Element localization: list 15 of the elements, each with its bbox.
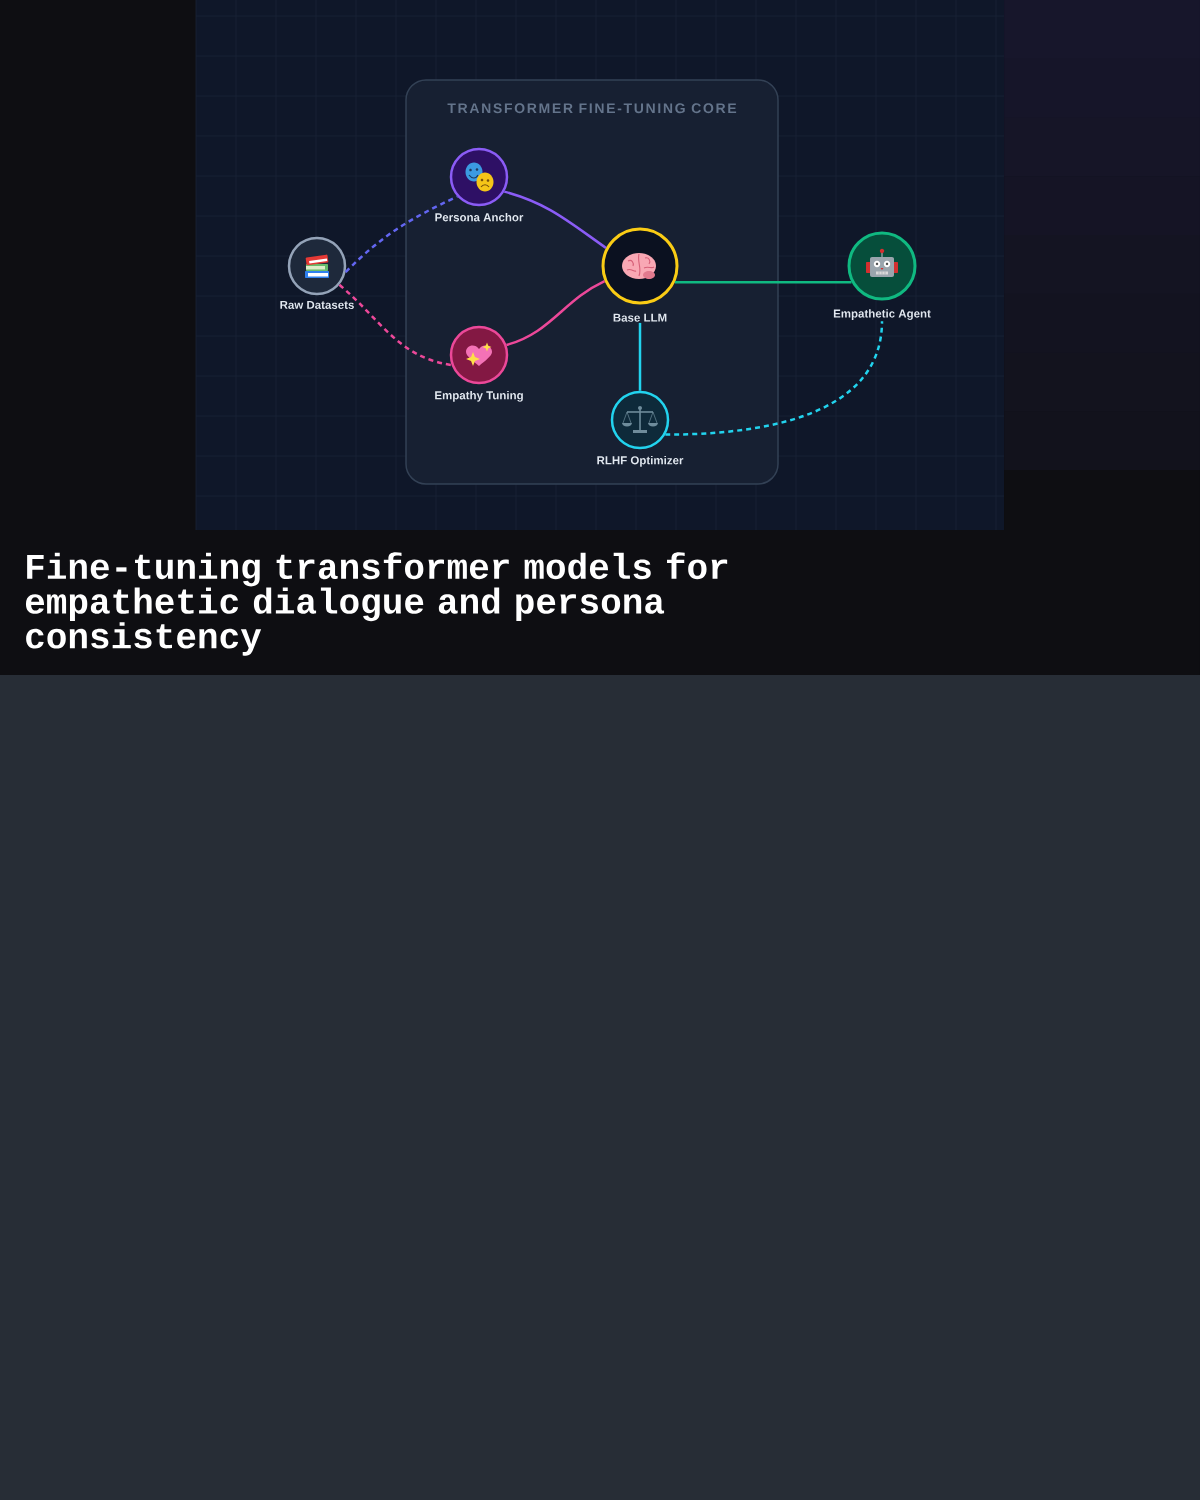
connector-line — [504, 190, 607, 249]
node-label: Empathetic Agent — [833, 309, 931, 320]
connector-line — [506, 279, 606, 347]
dashed-connector — [338, 283, 452, 367]
node-label: Base LLM — [613, 313, 667, 322]
connector-line — [674, 280, 852, 284]
node-label: Raw Datasets — [280, 300, 354, 309]
connector-line — [638, 322, 642, 391]
circle-node: RLHF Optimizer — [597, 390, 684, 467]
dashed-connector — [344, 195, 458, 273]
title: Fine-tuning transformer models for empathetic dialogue and persona consistency — [25, 552, 728, 656]
dashed-connector — [665, 321, 884, 436]
node-label: RLHF Optimizer — [597, 455, 684, 467]
node-label: Empathy Tuning — [435, 390, 523, 402]
node-label: Persona Anchor — [435, 212, 524, 222]
